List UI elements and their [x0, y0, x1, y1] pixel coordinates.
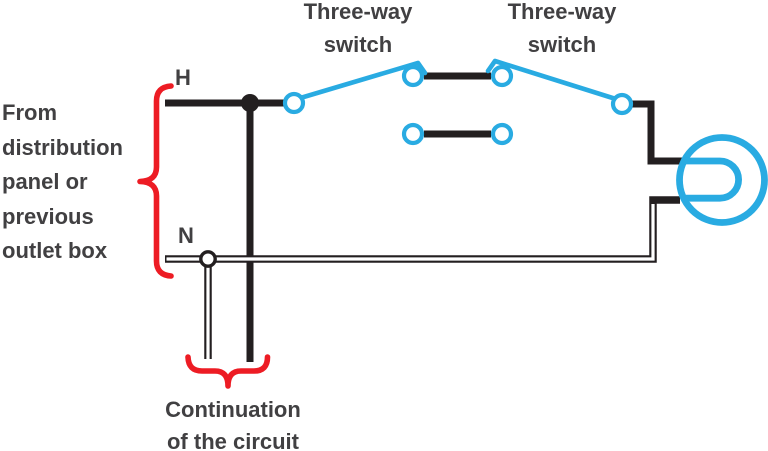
switch1-label-line1: Three-way — [303, 0, 413, 24]
three-way-switch-label-2: Three-way switch — [492, 0, 632, 61]
hot-wire-group — [165, 72, 682, 362]
switch2-label-line1: Three-way — [507, 0, 617, 24]
switch-2-traveler-terminal-top — [490, 64, 514, 88]
source-line-1: From — [2, 100, 57, 125]
neutral-label: N — [178, 223, 194, 248]
switch2-label-line2: switch — [527, 32, 597, 57]
hot-junction-dot — [241, 94, 259, 112]
source-line-4: previous — [2, 203, 94, 229]
continuation-line-1: Continuation — [165, 397, 301, 422]
switch-2-common-terminal — [610, 92, 634, 116]
lamp-body — [676, 134, 768, 226]
brace-left-icon — [137, 83, 174, 279]
lamp-icon — [676, 134, 768, 226]
switch1-label-line2: switch — [323, 32, 393, 57]
switch-2-lever — [485, 58, 622, 103]
three-way-switch-label-1: Three-way switch — [288, 0, 428, 61]
switch-2-traveler-terminal-bottom — [490, 122, 514, 146]
source-line-2: distribution — [2, 134, 123, 160]
neutral-wire-outline — [165, 196, 680, 263]
switch-1-common-terminal — [282, 91, 306, 115]
switch-1-traveler-terminal-top — [401, 64, 425, 88]
lamp-filament-loop — [682, 157, 742, 202]
brace-group — [137, 83, 271, 389]
switch-group — [282, 58, 634, 146]
hot-label: H — [175, 65, 191, 90]
switch-1-traveler-terminal-bottom — [401, 122, 425, 146]
switch-1-lever — [294, 60, 428, 102]
neutral-wire-group — [165, 196, 680, 359]
neutral-wire-core — [166, 204, 655, 261]
hot-wire-to-lamp — [631, 100, 682, 165]
continuation-line-2: of the circuit — [166, 429, 299, 451]
source-annotation: From distribution panel or previous outl… — [2, 96, 152, 269]
source-line-5: outlet box — [2, 238, 108, 263]
brace-bottom-icon — [185, 354, 271, 389]
source-line-3: panel or — [2, 169, 88, 194]
neutral-junction-dot — [199, 250, 217, 268]
continuation-annotation: Continuation of the circuit — [133, 394, 333, 451]
